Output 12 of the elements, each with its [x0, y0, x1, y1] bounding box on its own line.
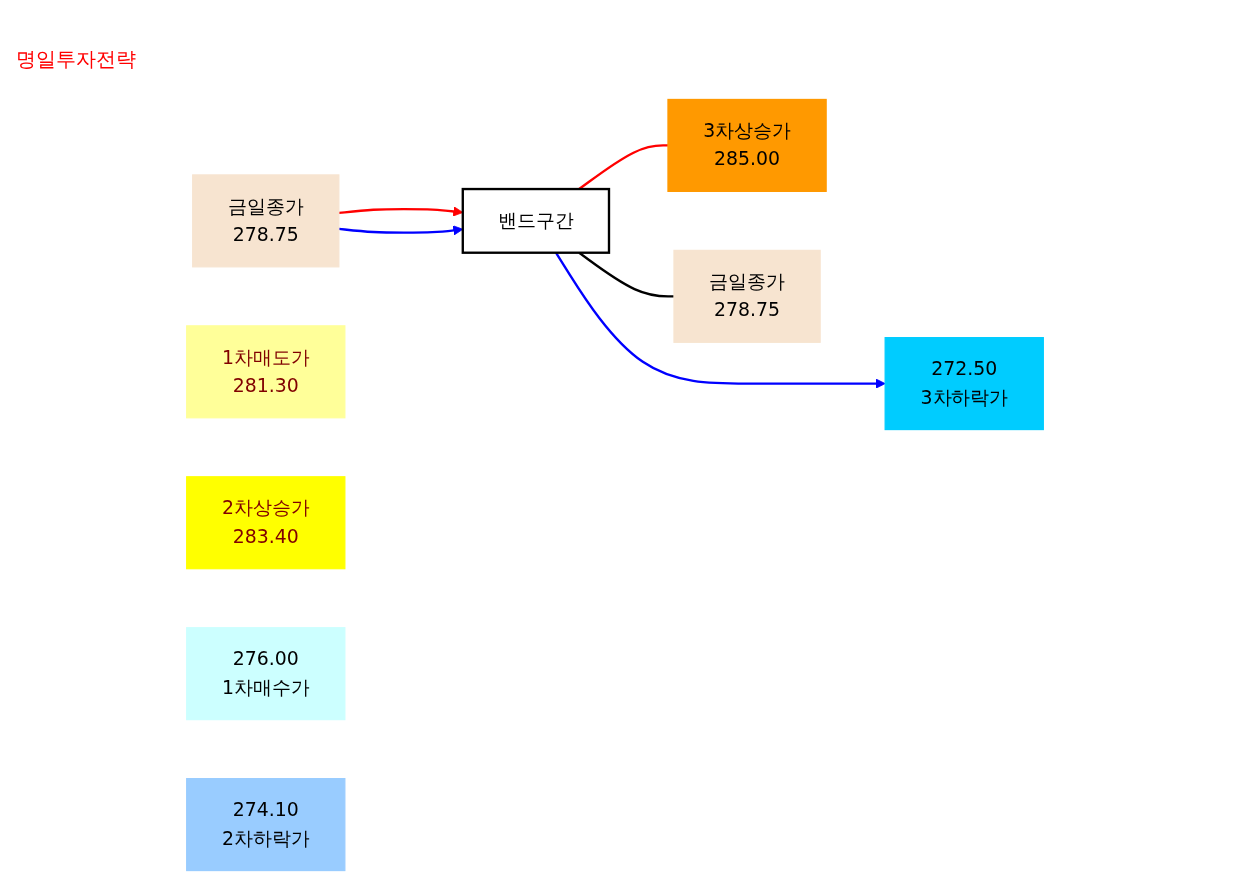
diagram-title: 명일투자전략	[16, 46, 136, 73]
connector	[578, 144, 668, 190]
node-box: 밴드구간	[461, 187, 611, 254]
node-box: 금일종가 278.75	[673, 249, 821, 343]
node-box: 274.10 2차하락가	[186, 778, 346, 872]
arrow	[554, 252, 886, 389]
node-box: 1차매도가 281.30	[186, 325, 346, 419]
node-box: 금일종가 278.75	[192, 174, 340, 268]
node-box: 272.50 3차하락가	[884, 337, 1044, 431]
node-box: 3차상승가 285.00	[667, 98, 827, 192]
node-box: 2차상승가 283.40	[186, 476, 346, 570]
node-box: 276.00 1차매수가	[186, 627, 346, 721]
